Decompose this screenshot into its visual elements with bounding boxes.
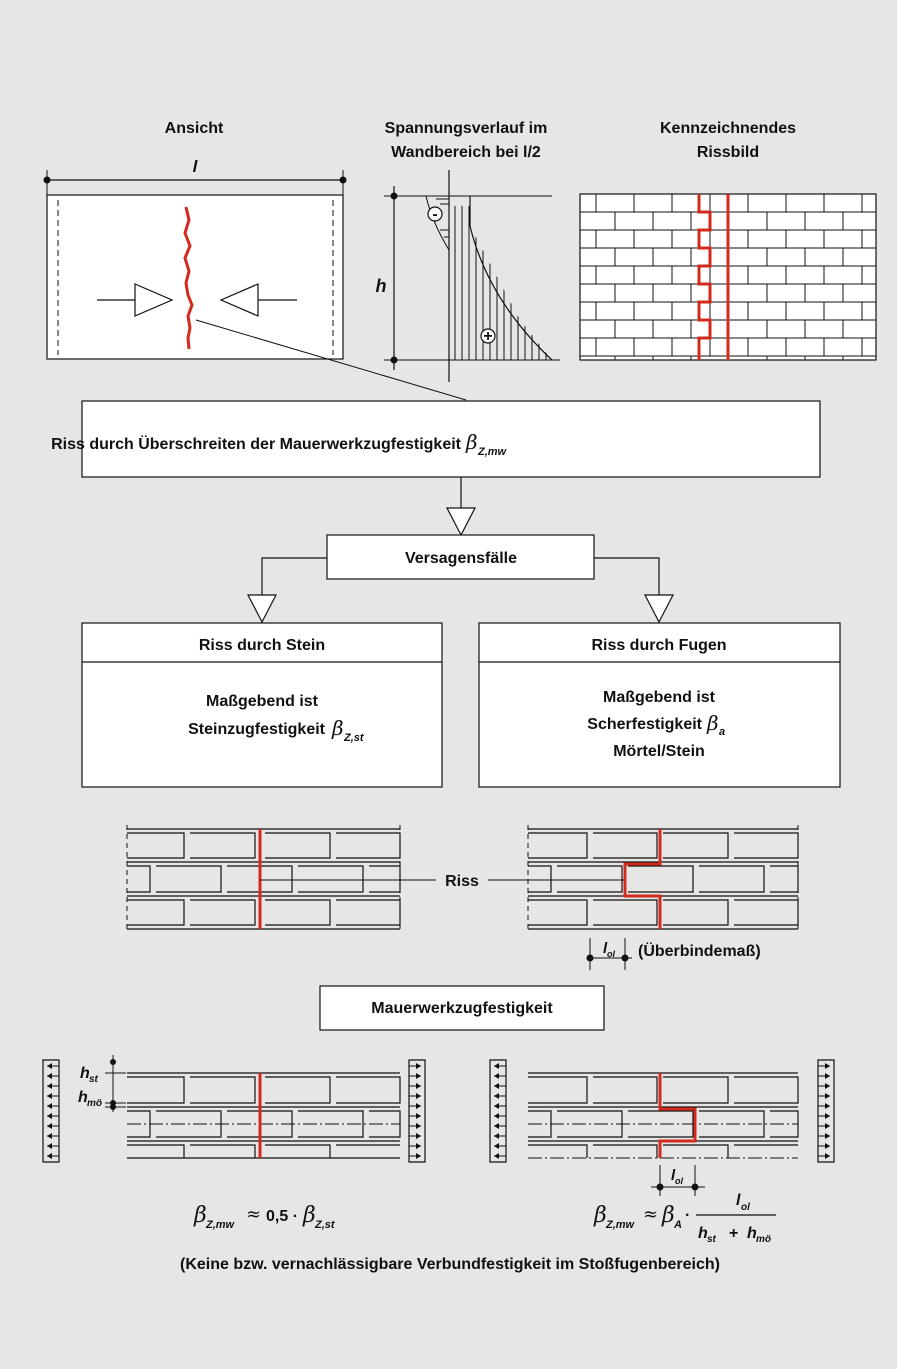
overlap-bottom-symbol: l <box>671 1167 676 1184</box>
main-box-symbol: β <box>465 430 478 454</box>
joint-crack-box <box>478 622 841 788</box>
pattern-title-line2: Rissbild <box>697 144 759 161</box>
joint-decisive-line2: Scherfestigkeit <box>587 716 702 733</box>
overlap-symbol: l <box>603 940 608 957</box>
formula-right-sub1: Z,mw <box>605 1219 636 1231</box>
crack-tension-joint <box>658 1073 697 1158</box>
overlap-subscript: ol <box>607 949 615 959</box>
main-box-subscript: Z,mw <box>477 446 508 458</box>
formula-stone: β Z,mw ≈ 0,5 · β Z,st <box>193 1203 336 1231</box>
formula-left-beta2: β <box>302 1203 316 1228</box>
height-symbol: h <box>376 276 387 296</box>
stone-height-symbol: h <box>80 1065 90 1082</box>
mortar-height-symbol: h <box>78 1089 88 1106</box>
stone-symbol-subscript: Z,st <box>343 732 365 744</box>
pattern-title-line1: Kennzeichnendes <box>660 120 796 137</box>
crack-pattern: Kennzeichnendes Rissbild <box>579 120 877 361</box>
joint-symbol: β <box>706 711 719 735</box>
crack-line-zigzag <box>697 194 712 360</box>
stone-decisive-line1: Maßgebend ist <box>206 693 319 710</box>
formula-left-sub1: Z,mw <box>205 1219 236 1231</box>
wall-tension-stone: h st h mö <box>42 1055 426 1163</box>
crack-line-wall <box>183 206 194 350</box>
formula-right-numerator-sub: ol <box>741 1202 750 1213</box>
tension-sign: + <box>483 328 492 345</box>
tensile-strength-box <box>319 985 605 1031</box>
formula-right-den-sub1: st <box>707 1234 717 1245</box>
main-box <box>81 400 821 478</box>
formula-left-sub2: Z,st <box>314 1219 336 1231</box>
formula-right-den-sub2: mö <box>756 1234 771 1245</box>
formula-right-beta: β <box>593 1203 607 1228</box>
overlap-bottom-subscript: ol <box>675 1176 683 1186</box>
formula-right-sub2: A <box>673 1219 682 1231</box>
stone-decisive-line2: Steinzugfestigkeit <box>188 721 326 738</box>
stone-crack-header: Riss durch Stein <box>199 637 325 654</box>
formula-right-plus: + <box>729 1225 738 1242</box>
formula-joint: β Z,mw ≈ β A · l ol h st + h mö <box>593 1192 776 1245</box>
wall-stone-crack <box>126 825 401 930</box>
compression-arrow-left <box>97 283 174 317</box>
formula-left-approx: ≈ <box>246 1204 261 1225</box>
ansicht-view: Ansicht l <box>43 120 467 401</box>
compression-arrow-right <box>219 283 297 317</box>
formula-right-den-h1: h <box>698 1225 708 1242</box>
formula-right-den-h2: h <box>747 1225 757 1242</box>
tensile-strength-text: Mauerwerkzugfestigkeit <box>371 1000 553 1017</box>
main-box-text: Riss durch Überschreiten der Mauerwerkzu… <box>51 434 462 453</box>
wall-outline <box>46 194 344 360</box>
stress-distribution: Spannungsverlauf im Wandbereich bei l/2 … <box>376 120 560 382</box>
formula-right-dot: · <box>685 1207 690 1224</box>
formula-left-beta: β <box>193 1203 207 1228</box>
mortar-height-subscript: mö <box>87 1098 102 1109</box>
crack-through-joints <box>623 829 662 929</box>
joint-symbol-subscript: a <box>719 726 725 738</box>
formula-right-numerator: l <box>736 1192 741 1209</box>
compression-sign: - <box>432 206 437 223</box>
overlap-dimension: l ol (Überbindemaß) <box>586 938 761 970</box>
ansicht-title: Ansicht <box>165 120 224 137</box>
overlap-label: (Überbindemaß) <box>638 941 761 960</box>
stone-crack-box <box>81 622 443 788</box>
formula-right-approx: ≈ <box>643 1204 658 1225</box>
crack-label: Riss <box>445 873 479 890</box>
wall-tension-joint: l ol <box>489 1059 835 1196</box>
stress-title-line1: Spannungsverlauf im <box>385 120 548 137</box>
footnote: (Keine bzw. vernachlässigbare Verbundfes… <box>180 1256 720 1273</box>
stone-height-subscript: st <box>89 1074 99 1085</box>
length-symbol: l <box>193 157 199 176</box>
stress-title-line2: Wandbereich bei l/2 <box>391 144 541 161</box>
joint-crack-header: Riss durch Fugen <box>591 637 726 654</box>
joint-decisive-line1: Maßgebend ist <box>603 689 716 706</box>
formula-right-beta2: β <box>661 1203 675 1228</box>
stone-symbol: β <box>331 716 344 740</box>
wall-joint-crack <box>527 825 799 930</box>
formula-left-factor: 0,5 · <box>266 1208 298 1225</box>
failure-modes-box <box>326 534 595 580</box>
failure-modes-text: Versagensfälle <box>405 550 517 567</box>
joint-decisive-line3: Mörtel/Stein <box>613 743 705 760</box>
